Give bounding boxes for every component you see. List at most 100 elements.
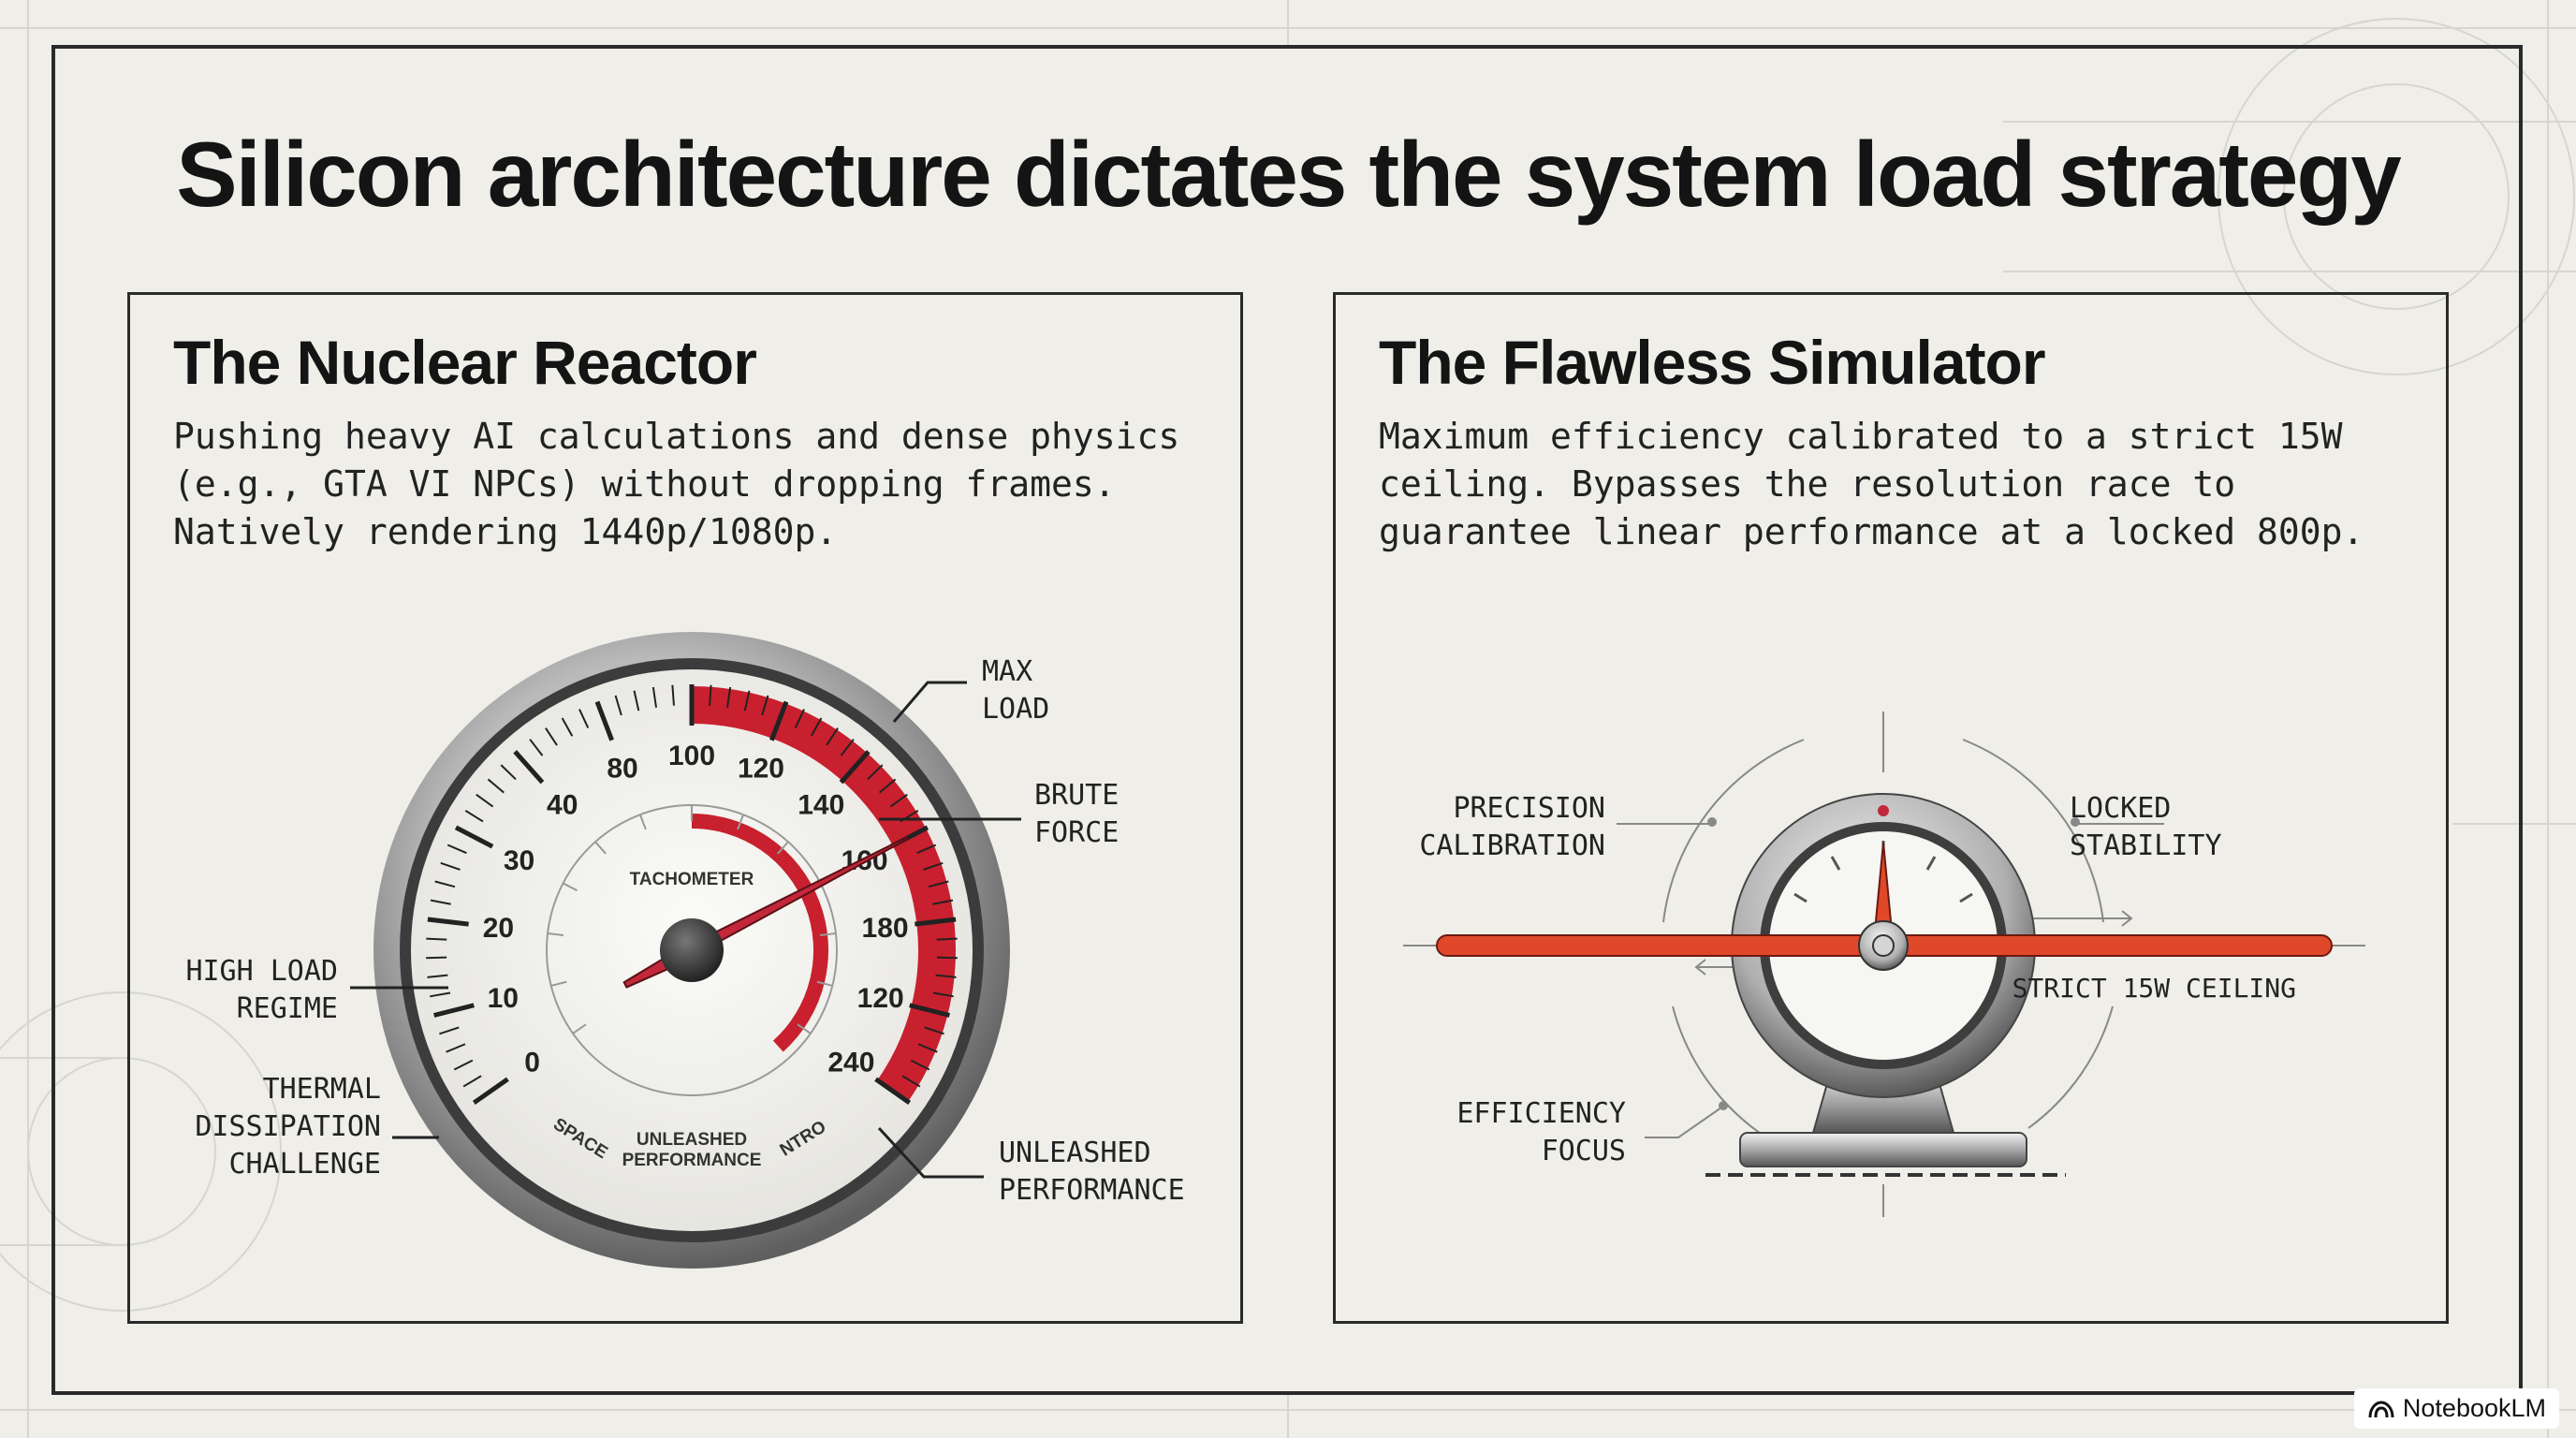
- callout-precision-1: PRECISION: [1453, 792, 1605, 825]
- minor-tick: [427, 974, 448, 978]
- callout-precision-2: CALIBRATION: [1419, 829, 1605, 862]
- tachometer-diagram: TACHOMETER UNLEASHED PERFORMANCE SPACE N…: [185, 632, 1185, 1269]
- callout-efficiency-1: EFFICIENCY: [1456, 1097, 1626, 1130]
- major-tick: [839, 750, 871, 785]
- tick-label: 20: [483, 913, 514, 944]
- major-tick: [909, 1003, 950, 1018]
- minor-tick: [826, 727, 839, 746]
- callout-locked-1: LOCKED: [2070, 792, 2171, 825]
- minor-tick: [487, 778, 505, 794]
- callout-efficiency-2: FOCUS: [1542, 1135, 1626, 1167]
- inner-tick: [572, 1023, 587, 1034]
- panel-nuclear-reactor: The Nuclear Reactor Pushing heavy AI cal…: [127, 292, 1243, 1324]
- minor-tick: [917, 1043, 938, 1053]
- minor-tick: [879, 778, 897, 794]
- callout-unleashed-1: UNLEASHED: [999, 1137, 1151, 1169]
- minor-tick: [725, 686, 732, 708]
- minor-tick: [840, 739, 855, 756]
- major-tick: [433, 1003, 475, 1018]
- major-tick: [874, 1077, 912, 1105]
- minor-tick: [936, 937, 958, 941]
- notebooklm-badge[interactable]: NotebookLM: [2353, 1388, 2559, 1429]
- minor-tick: [810, 717, 823, 737]
- inner-tick: [550, 980, 567, 987]
- minor-tick: [936, 956, 958, 960]
- minor-tick: [578, 709, 590, 728]
- tick-label: 180: [862, 913, 909, 944]
- callout-max-load-2: LOAD: [982, 693, 1049, 726]
- minor-tick: [426, 956, 447, 960]
- major-tick: [513, 750, 545, 785]
- panel-title: The Flawless Simulator: [1379, 328, 2046, 397]
- minor-tick: [545, 727, 558, 746]
- panel-title: The Nuclear Reactor: [173, 328, 757, 397]
- callout-locked-2: STABILITY: [2070, 829, 2222, 862]
- callout-brute-force-2: FORCE: [1034, 816, 1119, 849]
- minor-tick: [426, 937, 447, 941]
- inner-redzone-arc: [691, 814, 828, 1052]
- inner-tick: [594, 841, 607, 855]
- minor-tick: [430, 991, 451, 998]
- minor-tick: [464, 810, 484, 823]
- callout-thermal-1: THERMAL: [263, 1073, 381, 1106]
- tick-label: 80: [607, 754, 637, 785]
- minor-tick: [440, 861, 461, 871]
- major-tick: [472, 1077, 509, 1105]
- panel-description: Maximum efficiency calibrated to a stric…: [1379, 416, 2364, 552]
- tick-labels: 0 10 20 30 40 80 100 120 140 160 180 120…: [483, 741, 909, 1078]
- tick-label: 0: [524, 1047, 540, 1078]
- callout-ceiling: STRICT 15W CEILING: [2012, 973, 2296, 1004]
- minor-tick: [935, 974, 957, 978]
- minor-tick: [709, 684, 712, 706]
- guide-dots: [1707, 817, 2080, 1110]
- minor-tick: [743, 690, 751, 712]
- callout-lines: [350, 681, 1021, 1179]
- minor-tick: [453, 1059, 474, 1071]
- minor-tick: [561, 717, 574, 737]
- tick-label: 140: [798, 790, 844, 821]
- tick-label: 120: [857, 983, 904, 1014]
- outer-frame: [51, 45, 2523, 1395]
- minor-tick: [529, 739, 544, 756]
- minor-tick: [889, 793, 908, 808]
- inner-tick: [563, 882, 578, 892]
- needle-hub: [660, 918, 724, 982]
- panel-description: Pushing heavy AI calculations and dense …: [173, 416, 1180, 552]
- minor-tick: [923, 861, 944, 871]
- minor-tick: [761, 695, 769, 716]
- inner-tick: [776, 841, 789, 855]
- tick-label: 10: [488, 983, 519, 1014]
- callout-thermal-3: CHALLENGE: [228, 1148, 381, 1181]
- balance-diagram: PRECISION CALIBRATION LOCKED STABILITY S…: [1403, 712, 2365, 1217]
- callout-high-load-2: REGIME: [237, 992, 338, 1025]
- inner-tick: [638, 814, 647, 830]
- minor-tick: [500, 764, 517, 781]
- callout-brute-force-1: BRUTE: [1034, 779, 1119, 812]
- callout-high-load-1: HIGH LOAD: [185, 955, 338, 988]
- minor-tick: [476, 793, 494, 808]
- panel-flawless-simulator: The Flawless Simulator Maximum efficienc…: [1333, 292, 2449, 1324]
- minor-tick: [910, 1059, 930, 1071]
- minor-tick: [932, 899, 954, 905]
- tick-label: 120: [738, 754, 784, 785]
- major-tick: [769, 700, 789, 741]
- tick-label: 240: [827, 1047, 874, 1078]
- minor-tick: [446, 1043, 466, 1053]
- callout-thermal-2: DISSIPATION: [195, 1110, 381, 1143]
- major-tick: [915, 917, 957, 927]
- minor-tick: [916, 844, 937, 855]
- minor-tick: [651, 686, 658, 708]
- minor-tick: [901, 1075, 921, 1088]
- inner-tick: [737, 814, 745, 830]
- gauge-bottom-label-1: UNLEASHED: [637, 1130, 747, 1150]
- notebooklm-logo-icon: [2368, 1400, 2394, 1417]
- minor-tick: [462, 1075, 482, 1088]
- minor-tick: [928, 880, 949, 888]
- inner-tick: [797, 1023, 812, 1034]
- gauge-bottom-label-2: PERFORMANCE: [622, 1151, 762, 1170]
- minor-tick: [924, 1026, 944, 1035]
- minor-tick: [794, 709, 805, 728]
- pivot-hub-center: [1872, 934, 1895, 957]
- minor-tick: [671, 684, 675, 706]
